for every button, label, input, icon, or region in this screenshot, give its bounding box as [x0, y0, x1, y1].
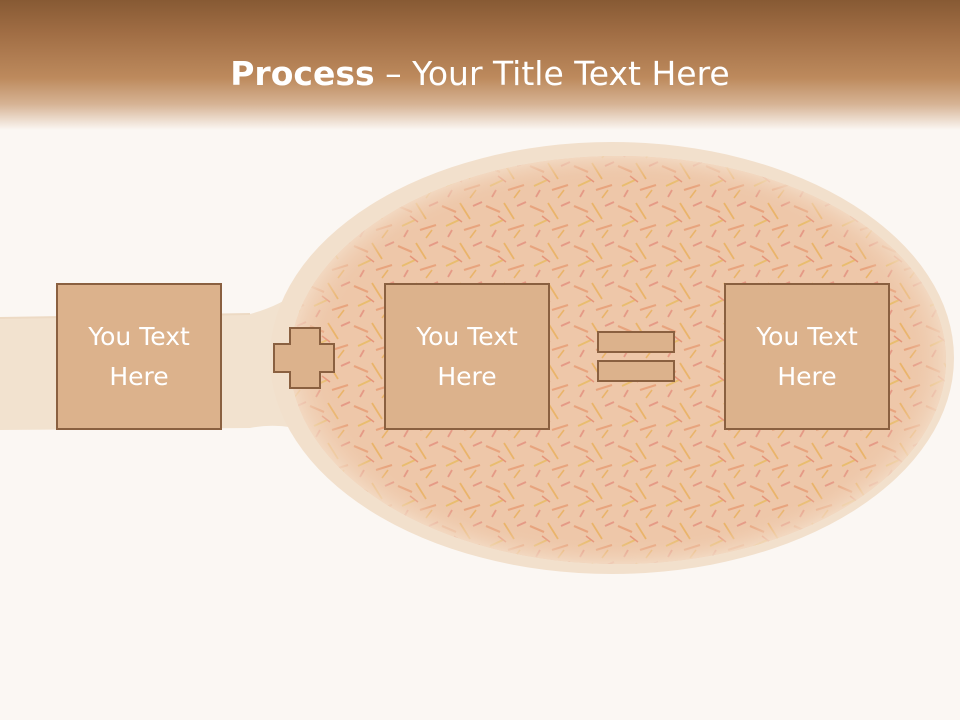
box-1-text-line-1: You Text [88, 321, 190, 351]
title-rest-text: – Your Title Text Here [374, 54, 730, 93]
box-3-text-line-1: You Text [756, 321, 858, 351]
box-1-text-line-2: Here [109, 361, 169, 391]
box-2-text-line-2: Here [437, 361, 497, 391]
box-3-text-line-2: Here [777, 361, 837, 391]
title-bold-text: Process [230, 54, 375, 93]
process-box-3[interactable]: You Text Here [724, 283, 890, 430]
process-box-2[interactable]: You Text Here [384, 283, 550, 430]
title-banner [0, 0, 960, 130]
slide-title[interactable]: Process – Your Title Text Here [0, 52, 960, 96]
process-box-1[interactable]: You Text Here [56, 283, 222, 430]
box-2-text-line-1: You Text [416, 321, 518, 351]
